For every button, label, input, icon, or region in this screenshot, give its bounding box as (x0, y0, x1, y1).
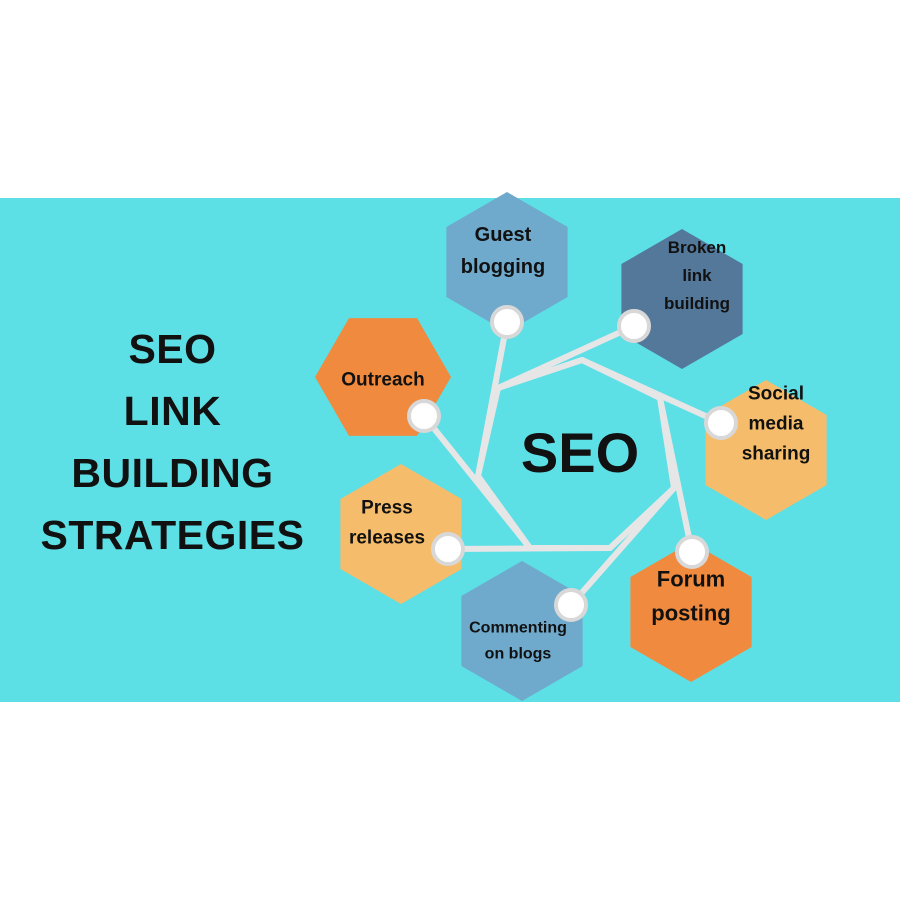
connector-dot-guest-blogging (490, 305, 524, 339)
connector-dot-press-releases (431, 532, 465, 566)
hexagon-shape (630, 542, 752, 682)
connector-lines (421, 319, 724, 608)
hexagon-guest-blogging: Guest blogging (446, 192, 568, 332)
hexagon-label-press-releases: Press releases (349, 498, 425, 549)
hexagon-label-commenting-on-blogs: Commenting on blogs (469, 620, 567, 663)
connector-broken-link-building (495, 323, 637, 391)
connector-dot-commenting-on-blogs (554, 588, 588, 622)
label-line: building (664, 294, 730, 313)
hexagon-press-releases: Press releases (340, 464, 462, 604)
hexagon-forum-posting: Forum posting (630, 542, 752, 682)
title-line-1: SEO (128, 326, 217, 372)
connector-dots (407, 305, 738, 622)
connector-dot-broken-link-building (617, 309, 651, 343)
label-line: Social (748, 384, 804, 405)
hexagon-label-guest-blogging: Guest blogging (461, 224, 545, 278)
connector-commenting-on-blogs (568, 485, 677, 608)
hexagon-label-broken-link-building: Broken link building (664, 238, 730, 313)
connector-outreach (421, 413, 533, 551)
connector-forum-posting (657, 395, 695, 555)
hexagon-label-forum-posting: Forum posting (651, 567, 730, 626)
label-line: sharing (742, 444, 811, 465)
connector-dot-forum-posting (675, 535, 709, 569)
hexagon-label-social-media-sharing: Social media sharing (742, 384, 811, 465)
title-line-4: STRATEGIES (40, 512, 305, 558)
label-line: Broken (668, 238, 727, 257)
hexagon-shape (340, 464, 462, 604)
hexagon-broken-link-building: Broken link building (621, 229, 743, 369)
label-line: posting (651, 601, 730, 626)
connector-dot-social-media-sharing (704, 406, 738, 440)
label-line: Guest (475, 224, 532, 246)
label-line: Forum (657, 567, 725, 592)
label-line: Commenting (469, 620, 567, 637)
label-line: media (749, 414, 804, 435)
hexagon-shape (461, 561, 583, 701)
label-line: link (682, 266, 712, 285)
label-line: Outreach (341, 370, 424, 391)
page-title: SEO LINK BUILDING STRATEGIES (20, 318, 325, 566)
hexagon-shape (621, 229, 743, 369)
label-line: on blogs (485, 646, 552, 663)
label-line: Press (361, 498, 413, 519)
hexagon-social-media-sharing: Social media sharing (705, 380, 827, 520)
hexagon-label-outreach: Outreach (341, 370, 424, 391)
hexagon-shape (446, 192, 568, 332)
title-line-3: BUILDING (71, 450, 274, 496)
center-label: SEO (521, 421, 639, 484)
connector-guest-blogging (475, 319, 510, 479)
label-line: blogging (461, 256, 545, 278)
connector-dot-outreach (407, 399, 441, 433)
hexagon-commenting-on-blogs: Commenting on blogs (461, 561, 583, 701)
label-line: releases (349, 528, 425, 549)
connector-social-media-sharing (579, 357, 724, 426)
title-line-2: LINK (123, 388, 222, 434)
